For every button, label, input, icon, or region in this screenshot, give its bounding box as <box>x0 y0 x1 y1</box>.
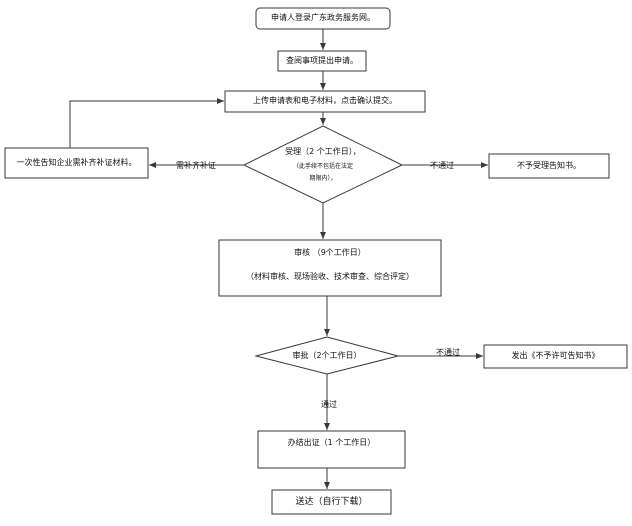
accept-note-line-2: 期限内）， <box>309 175 337 182</box>
box-issue-cert <box>257 430 406 469</box>
deliver-label: 送达（自行下载） <box>295 497 368 507</box>
edge-label-pass: 通过 <box>321 400 337 409</box>
edge-label-not-pass-accept: 不通过 <box>430 161 454 170</box>
review-title: 审核 （9个工作日） <box>294 248 366 257</box>
deny-permit-label: 发出《不予许可告知书》 <box>511 351 600 360</box>
box-upload <box>224 90 426 113</box>
arrow-supplement-upload <box>69 98 224 148</box>
submit-label: 查阅事项提出申请。 <box>286 56 358 65</box>
box-review <box>218 239 442 297</box>
review-detail: （材料审核、现场验收、技术审查、综合评定） <box>246 272 414 281</box>
accept-note-line-1: （此手续不包括在法定 <box>292 163 353 170</box>
box-deny-permit <box>483 344 628 369</box>
supplement-label: 一次性告知企业需补齐补证材料。 <box>16 158 137 167</box>
issue-cert-label: 办结出证（1 个工作日） <box>287 438 376 447</box>
edge-label-not-pass-approve: 不通过 <box>436 348 460 357</box>
apply-label: 申请人登录广东政务服务网。 <box>271 13 375 22</box>
box-deliver <box>271 489 392 515</box>
box-submit <box>277 50 367 72</box>
edge-label-need-supplement: 需补齐补证 <box>176 161 216 170</box>
reject-notice-label: 不予受理告知书。 <box>517 161 581 170</box>
approve-label: 审批（2个工作日） <box>292 351 362 360</box>
accept-title: 受理（2 个工作日）， <box>285 147 361 156</box>
box-supplement <box>4 147 149 179</box>
box-reject-notice <box>488 153 610 179</box>
upload-label: 上传申请表和电子材料，点击确认提交。 <box>253 96 397 105</box>
